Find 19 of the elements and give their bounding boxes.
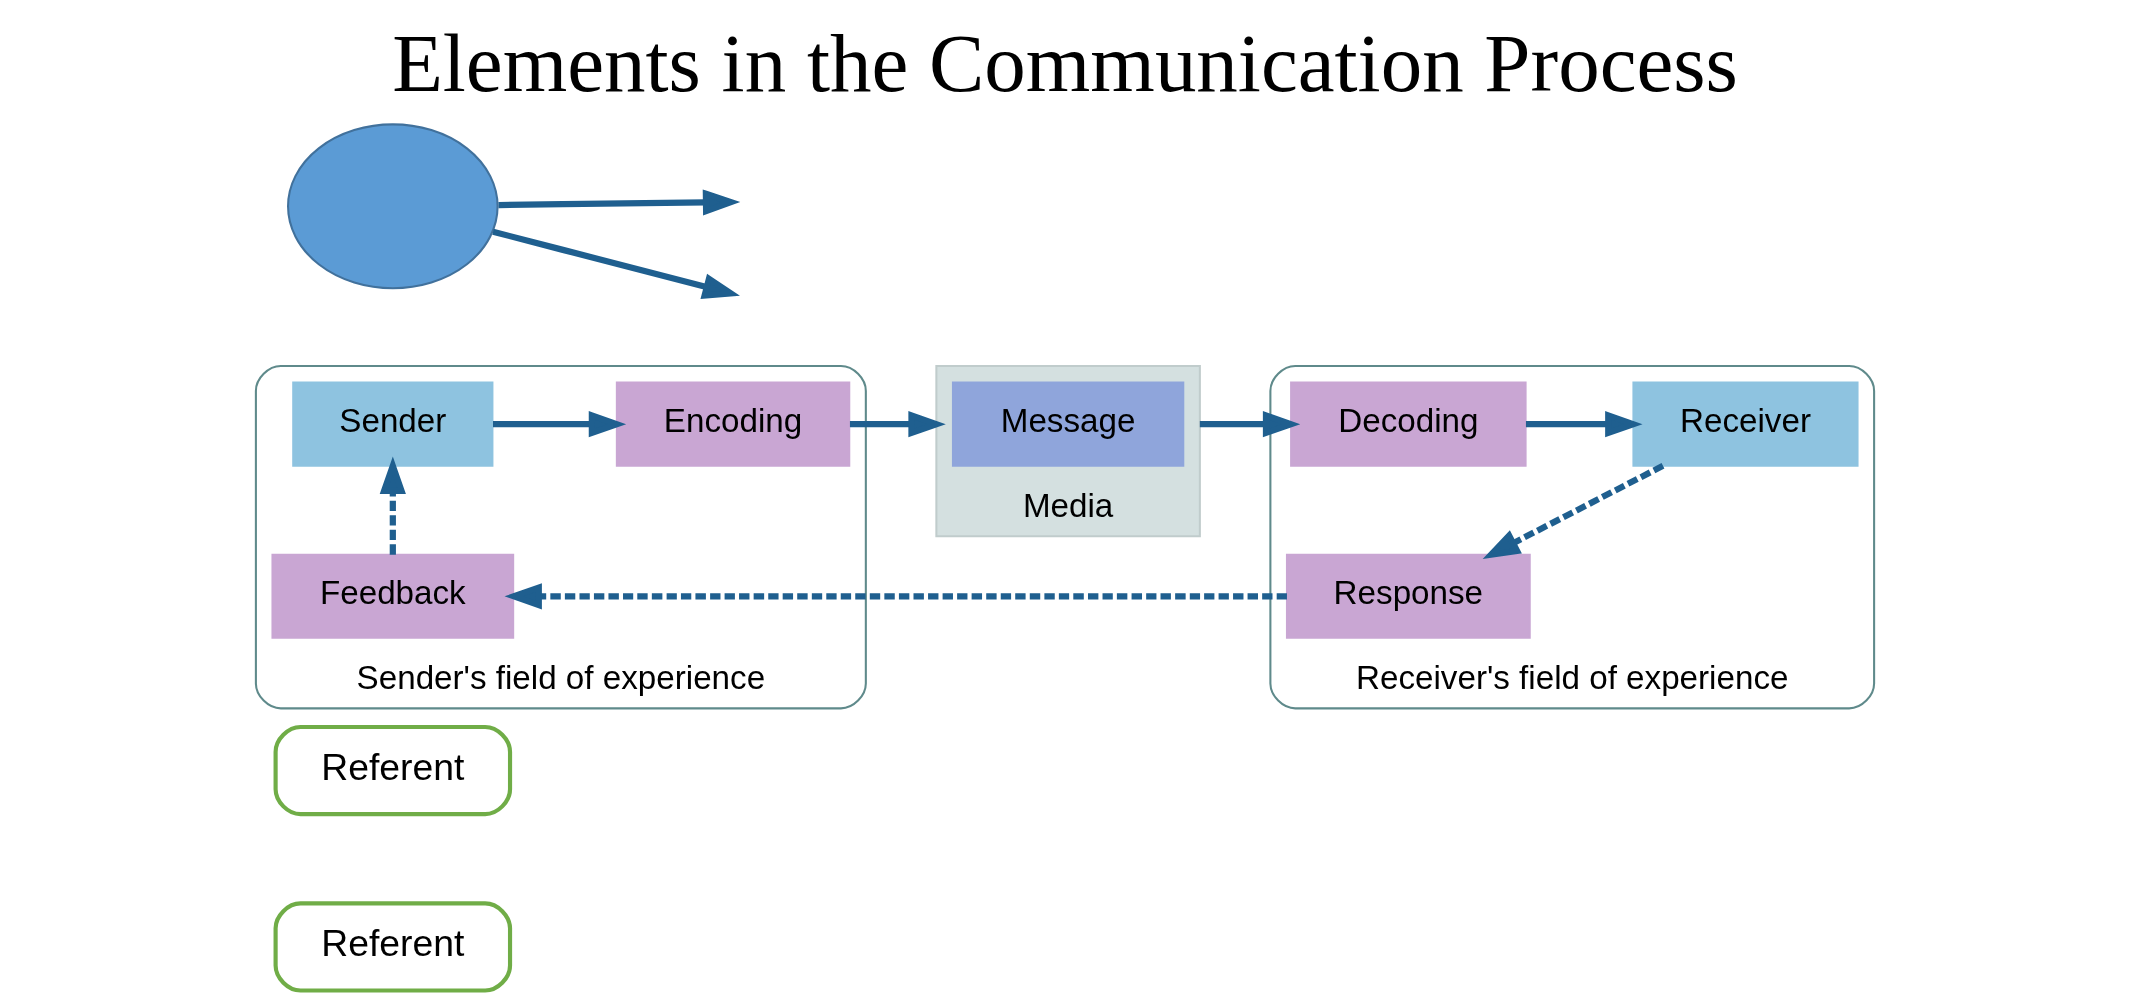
node-box: Message xyxy=(951,381,1184,467)
node-box: Decoding xyxy=(1289,381,1527,467)
node-box: Receiver xyxy=(1631,381,1859,467)
node-box: Response xyxy=(1285,553,1531,639)
node-box: Sender xyxy=(291,381,493,467)
node-circle xyxy=(286,123,499,290)
arrow xyxy=(492,411,626,438)
arrow xyxy=(491,228,740,300)
arrow xyxy=(1199,411,1300,438)
arrow xyxy=(1482,462,1664,559)
node-box: Feedback xyxy=(270,553,514,639)
node-box: Encoding xyxy=(615,381,850,467)
arrow xyxy=(497,189,740,216)
diagram-title: Elements in the Communication Process xyxy=(391,17,1738,110)
arrow xyxy=(504,583,1287,610)
arrow xyxy=(379,456,406,555)
node-box: Referent xyxy=(273,901,512,993)
arrow xyxy=(1525,411,1643,438)
node-box: Referent xyxy=(273,724,512,817)
